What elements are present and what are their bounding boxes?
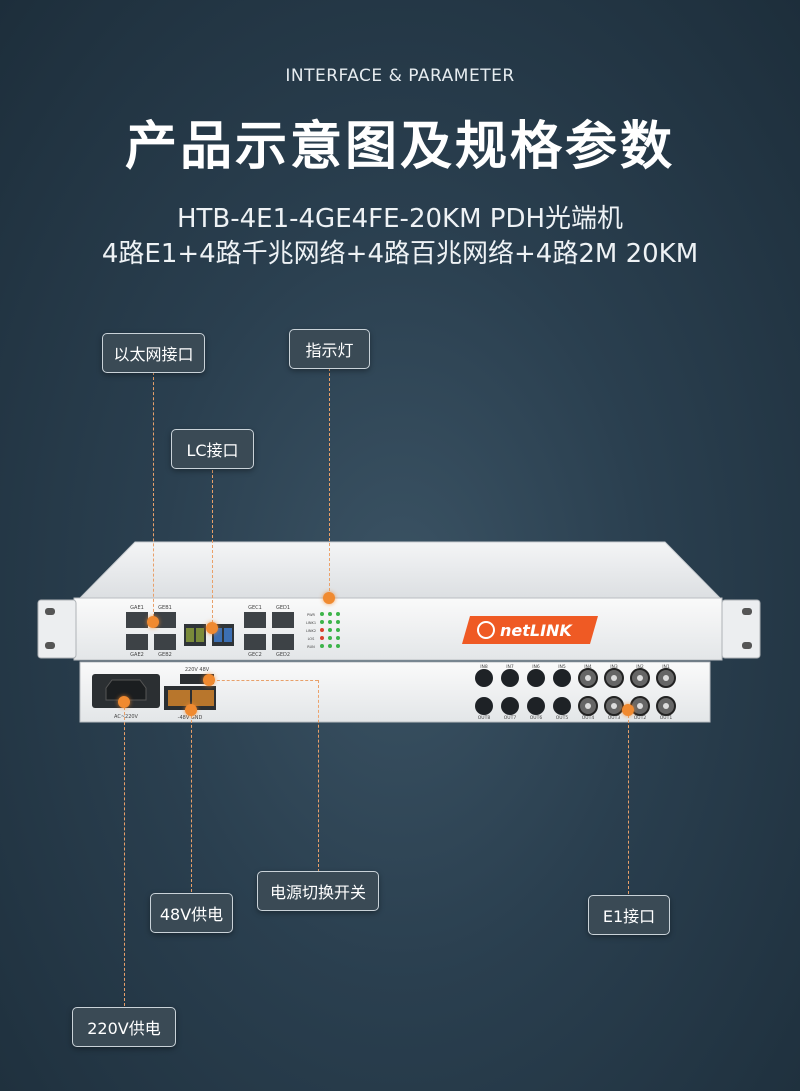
ethernet-ports-left [126,612,176,650]
marker-220v [118,696,130,708]
model-name: HTB-4E1-4GE4FE-20KM PDH光端机 [176,204,624,234]
callout-220v: 220V供电 [72,1007,176,1047]
device-top [78,541,722,599]
marker-ethernet [147,616,159,628]
callout-ethernet: 以太网接口 [102,333,205,373]
e1-out-label: OUT1 [660,715,673,721]
ac-label: AC~220V [114,714,139,720]
callout-indicator: 指示灯 [289,329,370,369]
indicator-leds [320,612,340,648]
leader-switch-h [212,680,318,681]
dc-label: -48V GND [178,715,203,721]
ac-power-socket [92,674,160,708]
switch-label: 220V 48V [185,667,210,673]
port-label-gec1: GEC1 [248,605,262,611]
e1-in-label: IN1 [662,664,670,670]
marker-indicator [323,592,335,604]
e1-in-label: IN7 [506,664,514,670]
e1-in-label: IN3 [610,664,618,670]
e1-out-label: OUT5 [556,715,569,721]
power-switch [180,674,214,684]
leader-220v [124,702,125,1006]
marker-switch [203,674,215,686]
page-title: 产品示意图及规格参数 [124,117,675,177]
e1-out-label: OUT4 [582,715,595,721]
e1-out-label: OUT6 [530,715,543,721]
callout-48v: 48V供电 [150,893,233,933]
callout-lc: LC接口 [171,429,254,469]
e1-out-label: OUT3 [608,715,621,721]
led-label-link1: LINK1 [306,621,316,625]
e1-in-label: IN2 [636,664,644,670]
leader-48v [191,710,192,892]
rack-ear-right [721,599,761,659]
device-front-panel [73,597,723,661]
led-label-run: RUN [307,645,315,649]
svg-text:netLINK: netLINK [500,621,573,640]
e1-out-label: OUT2 [634,715,647,721]
leader-e1 [628,710,629,894]
leader-lc [212,470,213,628]
port-label-geb1: GEB1 [158,605,172,611]
e1-out-label: OUT7 [504,715,517,721]
leader-indicator [329,368,330,596]
led-label-los: LOS [308,637,316,641]
ethernet-ports-right [244,612,294,650]
e1-in-label: IN5 [558,664,566,670]
marker-lc [206,622,218,634]
led-label-link2: LINK2 [306,629,316,633]
e1-out-label: OUT8 [478,715,491,721]
port-label-geb2: GEB2 [158,652,172,658]
e1-connectors [475,668,676,716]
spec-line: 4路E1+4路千兆网络+4路百兆网络+4路2M 20KM [101,239,699,269]
e1-in-label: IN6 [532,664,540,670]
dc-terminal [164,686,216,710]
rack-ear-left [37,599,77,659]
port-label-gec2: GEC2 [248,652,262,658]
port-label-ged2: GED2 [276,652,290,658]
marker-e1 [622,704,634,716]
port-label-gae2: GAE2 [130,652,144,658]
port-label-gae1: GAE1 [130,605,144,611]
subtitle-en: INTERFACE & PARAMETER [285,66,515,86]
marker-48v [185,704,197,716]
led-label-pwr: PWR [307,613,316,617]
netlink-logo: netLINK [462,616,598,644]
e1-in-label: IN8 [480,664,488,670]
leader-ethernet [153,372,154,622]
callout-e1: E1接口 [588,895,670,935]
port-label-ged1: GED1 [276,605,290,611]
pdh-device-illustration: GAE1 GEB1 GAE2 GEB2 GEC1 GED1 GEC2 GED2 … [37,541,761,723]
callout-power-switch: 电源切换开关 [257,871,379,911]
e1-in-label: IN4 [584,664,592,670]
leader-switch-v [318,680,319,872]
